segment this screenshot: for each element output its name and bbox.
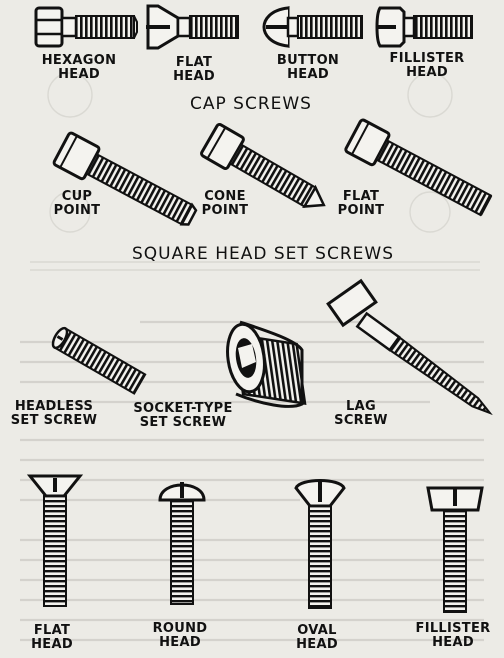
fillister-head-machine-label: FILLISTER HEAD (406, 622, 500, 650)
button-head-label: BUTTON HEAD (268, 54, 348, 82)
socket-type-set-screw-label-line2: SET SCREW (139, 415, 227, 430)
cone-point-label-line1: CONE (204, 189, 246, 204)
round-head-machine-screw-icon (158, 482, 206, 605)
hexagon-head-cap-screw-icon (34, 6, 138, 48)
headless-set-screw-label-line1: HEADLESS (14, 399, 94, 414)
oval-head-label-line1: OVAL (297, 623, 337, 638)
flat-head-machine-label-line2: HEAD (31, 637, 73, 652)
fillister-head-machine-label-line1: FILLISTER (415, 621, 491, 636)
round-head-label: ROUND HEAD (146, 622, 214, 650)
headless-set-screw-label-line2: SET SCREW (10, 413, 98, 428)
fillister-head-machine-label-line2: HEAD (432, 635, 474, 650)
hexagon-head-label-line2: HEAD (58, 67, 100, 82)
flat-head-machine-label: FLAT HEAD (20, 624, 84, 652)
socket-type-set-screw-icon (226, 320, 307, 408)
fillister-head-cap-label: FILLISTER HEAD (380, 52, 474, 80)
square-head-set-screws-title: SQUARE HEAD SET SCREWS (132, 244, 394, 264)
button-head-cap-screw-icon (262, 5, 363, 49)
flat-point-label-line2: POINT (337, 203, 385, 218)
socket-type-set-screw-label: SOCKET-TYPE SET SCREW (124, 402, 242, 430)
cup-point-label: CUP POINT (42, 190, 112, 218)
headless-set-screw-icon (51, 326, 147, 395)
socket-type-set-screw-label-line1: SOCKET-TYPE (133, 401, 233, 416)
fillister-head-cap-label-line2: HEAD (406, 65, 448, 80)
cup-point-label-line2: POINT (53, 203, 101, 218)
oval-head-label-line2: HEAD (296, 637, 338, 652)
lag-screw-label-line1: LAG (346, 399, 376, 414)
cap-screws-title: CAP SCREWS (190, 94, 312, 114)
flat-head-machine-label-line1: FLAT (33, 623, 71, 638)
flat-head-machine-screw-icon (26, 474, 84, 607)
round-head-label-line1: ROUND (152, 621, 208, 636)
oval-head-machine-screw-icon (294, 479, 346, 609)
cone-point-label-line2: POINT (201, 203, 249, 218)
button-head-label-line2: HEAD (287, 67, 329, 82)
oval-head-label: OVAL HEAD (286, 624, 348, 652)
flat-point-set-screw-icon (344, 118, 493, 217)
cup-point-label-line1: CUP (61, 189, 93, 204)
button-head-label-line1: BUTTON (276, 53, 340, 68)
fillister-head-cap-screw-icon (375, 6, 473, 48)
lag-screw-label-line2: SCREW (334, 413, 388, 428)
round-head-label-line2: HEAD (159, 635, 201, 650)
cone-point-set-screw-icon (200, 123, 326, 208)
flat-point-label: FLAT POINT (326, 190, 396, 218)
flat-point-label-line1: FLAT (342, 189, 380, 204)
hexagon-head-label-line1: HEXAGON (41, 53, 117, 68)
cup-point-set-screw-icon (52, 131, 198, 226)
lag-screw-label: LAG SCREW (330, 400, 392, 428)
headless-set-screw-label: HEADLESS SET SCREW (4, 400, 104, 428)
flat-head-cap-label-line2: HEAD (173, 69, 215, 84)
flat-head-cap-label-line1: FLAT (175, 55, 213, 70)
cone-point-label: CONE POINT (190, 190, 260, 218)
fillister-head-machine-screw-icon (426, 486, 484, 613)
flat-head-cap-label: FLAT HEAD (164, 56, 224, 84)
lag-screw-icon (326, 278, 493, 416)
fillister-head-cap-label-line1: FILLISTER (389, 51, 465, 66)
hexagon-head-label: HEXAGON HEAD (36, 54, 122, 82)
flat-head-cap-screw-icon (146, 4, 239, 50)
